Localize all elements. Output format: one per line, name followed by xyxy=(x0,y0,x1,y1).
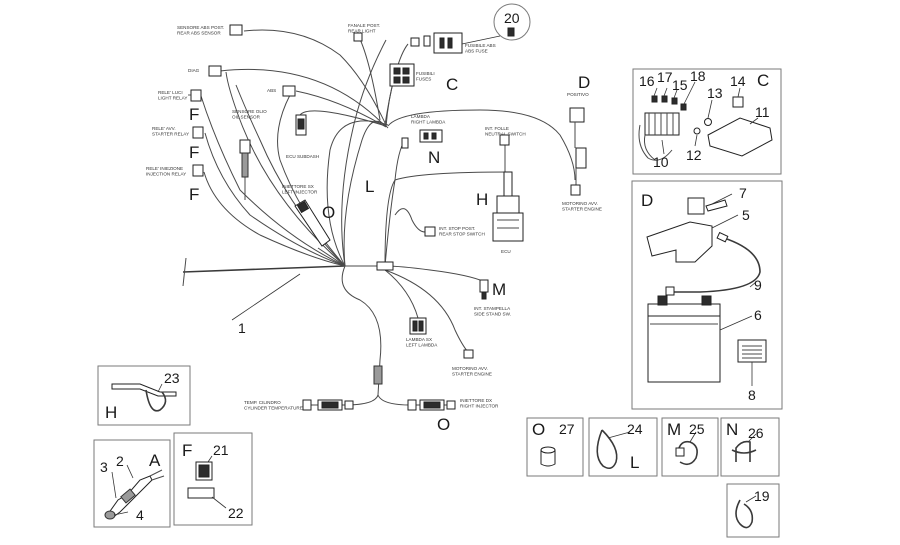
detail-box-h xyxy=(97,365,191,426)
letter-d-main: D xyxy=(578,73,590,92)
part-number-8: 8 xyxy=(748,387,756,403)
letter-f-1: F xyxy=(189,105,199,124)
part-number-15: 15 xyxy=(672,77,688,93)
part-number-17: 17 xyxy=(657,69,673,85)
letter-c-box: C xyxy=(757,71,769,90)
letter-l-box: L xyxy=(630,453,639,472)
part-number-21: 21 xyxy=(213,442,229,458)
label-starter-relay: RELE' AVV.STARTER RELAY xyxy=(152,126,189,137)
label-ecu: ECU xyxy=(501,249,511,254)
detail-box-f xyxy=(173,432,253,526)
letter-o-lower: O xyxy=(437,415,450,434)
part-number-27: 27 xyxy=(559,421,575,437)
letter-l-main: L xyxy=(365,177,374,196)
label-motor-avv: MOTORINO AVV.STARTER ENGINE xyxy=(562,201,602,212)
letter-c-main: C xyxy=(446,75,458,94)
part-number-13: 13 xyxy=(707,85,723,101)
component-labels: SENSORE ABS POST.REAR ABS SENSOR FANALE … xyxy=(146,23,602,411)
letter-n-main: N xyxy=(428,148,440,167)
letter-f-2: F xyxy=(189,143,199,162)
letter-h-main: H xyxy=(476,190,488,209)
connectors xyxy=(190,3,587,411)
letter-f-box: F xyxy=(182,441,192,460)
detail-box-c xyxy=(632,68,782,175)
label-ecu-subdash: ECU SUBDASH xyxy=(286,154,319,159)
part-number-7: 7 xyxy=(739,185,747,201)
label-rear-abs-sensor: SENSORE ABS POST.REAR ABS SENSOR xyxy=(177,25,224,36)
detail-box-d xyxy=(631,180,783,410)
detail-box-19 xyxy=(726,483,780,538)
leader-lines xyxy=(188,94,301,321)
part-number-20: 20 xyxy=(504,10,520,26)
letter-m-main: M xyxy=(492,280,506,299)
part-number-23: 23 xyxy=(164,370,180,386)
part-number-14: 14 xyxy=(730,73,746,89)
letter-n-box: N xyxy=(726,420,738,439)
letter-h-box: H xyxy=(105,403,117,422)
part-number-19: 19 xyxy=(754,488,770,504)
part-number-9: 9 xyxy=(754,277,762,293)
label-starter-engine: MOTORINO AVV.STARTER ENGINE xyxy=(452,366,492,377)
detail-box-n xyxy=(720,417,780,477)
detail-box-m xyxy=(661,417,719,477)
part-number-16: 16 xyxy=(639,73,655,89)
label-rear-light: FANALE POST.REAR LIGHT xyxy=(348,23,380,34)
letter-o-main: O xyxy=(322,203,335,222)
part-number-2: 2 xyxy=(116,453,124,469)
part-number-11: 11 xyxy=(755,104,770,120)
part-number-6: 6 xyxy=(754,307,762,323)
label-rear-stop: INT. STOP POST.REAR STOP SWITCH xyxy=(439,226,485,237)
letter-f-3: F xyxy=(189,185,199,204)
label-diag: DIAG xyxy=(188,68,200,73)
callout-letters: C D F F F N L H O M O C D H A F O L M N xyxy=(105,71,769,472)
part-number-18: 18 xyxy=(690,68,706,84)
part-number-10: 10 xyxy=(653,154,669,170)
detail-box-a xyxy=(93,439,171,528)
detail-box-l xyxy=(588,417,658,477)
part-number-26: 26 xyxy=(748,425,764,441)
label-positivo: POSITIVO xyxy=(567,92,589,97)
part-numbers: 1 2 3 4 5 6 7 8 9 10 11 12 13 14 15 16 1… xyxy=(100,10,770,523)
part-number-25: 25 xyxy=(689,421,705,437)
part-number-4: 4 xyxy=(136,507,144,523)
letter-o-box: O xyxy=(532,420,545,439)
part-number-1: 1 xyxy=(238,320,246,336)
label-abs: ABS xyxy=(267,88,276,93)
part-number-5: 5 xyxy=(742,207,750,223)
letter-d-box: D xyxy=(641,191,653,210)
part-number-3: 3 xyxy=(100,459,108,475)
letter-a-box: A xyxy=(149,451,161,470)
detail-box-o xyxy=(526,417,584,477)
part-number-24: 24 xyxy=(627,421,643,437)
part-number-22: 22 xyxy=(228,505,244,521)
part-number-12: 12 xyxy=(686,147,702,163)
letter-m-box: M xyxy=(667,420,681,439)
